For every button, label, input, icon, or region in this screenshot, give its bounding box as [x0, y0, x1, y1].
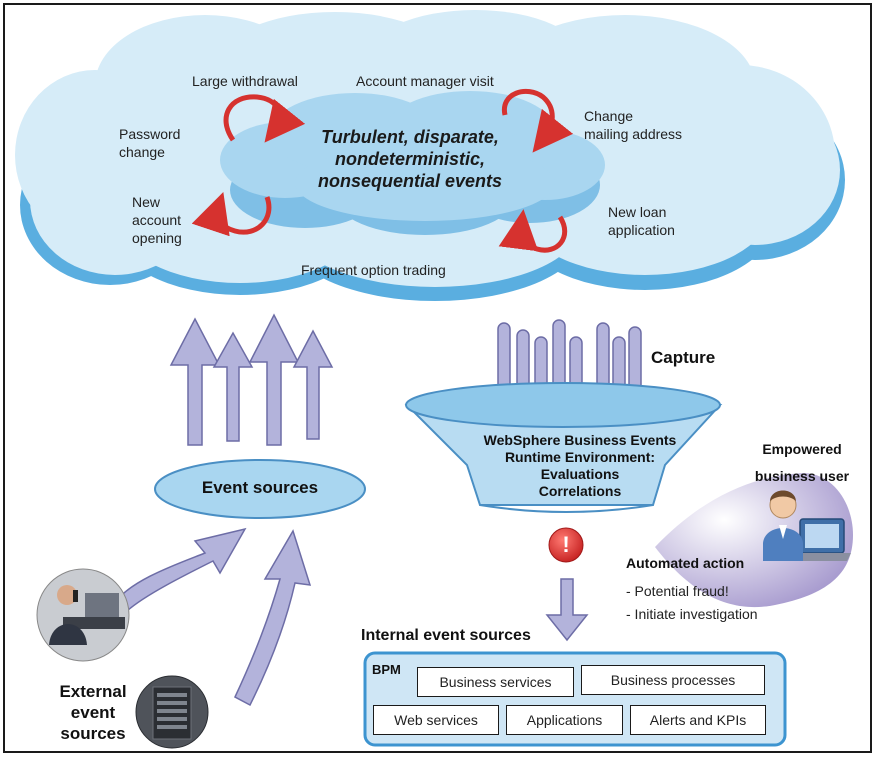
circular-arrow-icon [191, 192, 272, 237]
user-glow [655, 473, 853, 608]
alert-glyph: ! [562, 532, 570, 557]
business-user-icon [763, 490, 851, 561]
event-new-account-opening: New account opening [132, 194, 182, 246]
empowered-user-label: Empowered business user [754, 441, 850, 484]
diagram-artwork [15, 10, 853, 749]
circular-arrows [191, 88, 574, 253]
internal-sources-label: Internal event sources [361, 627, 531, 644]
automated-action-title: Automated action [626, 555, 745, 571]
event-large-withdrawal: Large withdrawal [192, 73, 298, 89]
business-services-box: Business services [417, 667, 574, 697]
business-processes-box: Business processes [581, 665, 765, 695]
external-sources-label: External event sources [59, 682, 127, 743]
up-arrow-icon [169, 317, 221, 446]
funnel-text: WebSphere Business Events Runtime Enviro… [483, 432, 677, 499]
server-icon [135, 675, 209, 749]
circular-arrow-icon [501, 88, 574, 153]
applications-box: Applications [506, 705, 623, 735]
processing-funnel [404, 382, 723, 513]
automated-action-item: - Initiate investigation [626, 606, 758, 622]
event-frequent-option-trading: Frequent option trading [301, 262, 446, 278]
alert-icon [548, 527, 584, 563]
circular-arrow-icon [223, 94, 306, 143]
automated-action-item: - Potential fraud! [626, 583, 729, 599]
event-sources-node [154, 459, 366, 519]
web-services-box: Web services [373, 705, 499, 735]
diagram-canvas: Large withdrawal Account manager visit C… [3, 3, 872, 753]
up-arrow-icon [212, 331, 254, 442]
event-change-mailing-address: Change mailing address [584, 108, 683, 142]
person-phone-icon [36, 568, 130, 662]
capture-label: Capture [651, 348, 716, 367]
event-password-change: Password change [119, 126, 181, 160]
event-account-manager-visit: Account manager visit [356, 73, 494, 89]
down-arrow-icon [545, 578, 589, 642]
up-arrow-icon [248, 313, 300, 446]
curved-arrows [113, 527, 312, 707]
circular-arrow-icon [498, 209, 568, 253]
cloud-center-text: Turbulent, disparate, nondeterministic, … [317, 127, 503, 191]
up-arrows [169, 313, 334, 446]
event-sources-label: Event sources [201, 478, 319, 497]
alerts-kpis-box: Alerts and KPIs [630, 705, 766, 735]
up-arrow-icon [292, 329, 334, 440]
event-new-loan-application: New loan application [608, 204, 675, 238]
event-cloud [15, 10, 845, 301]
bpm-label: BPM [372, 662, 401, 677]
